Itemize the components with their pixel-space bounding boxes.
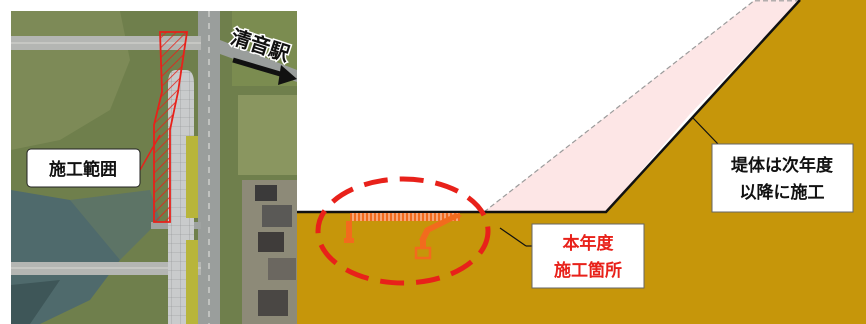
callout-embankment-line2: 以降に施工: [740, 182, 825, 203]
construction-area-outline: [153, 31, 189, 223]
callout-embankment: 堤体は次年度 以降に施工: [711, 143, 854, 213]
callout-this-year: 本年度 施工箇所: [531, 223, 645, 289]
callout-embankment-line1: 堤体は次年度: [731, 155, 834, 176]
station-direction-arrow: [232, 57, 297, 85]
future-embankment: [484, 0, 800, 212]
callout-this-year-line1: 本年度: [563, 233, 615, 254]
structure-this-year: [344, 213, 462, 260]
callout-this-year-line2: 施工箇所: [554, 260, 622, 281]
cross-section-diagram: 本年度 施工箇所 堤体は次年度 以降に施工: [297, 0, 866, 324]
this-year-highlight-ellipse: [315, 176, 491, 286]
ground-section: [297, 0, 866, 324]
area-label-callout: 施工範囲: [26, 134, 161, 188]
area-label: 施工範囲: [49, 159, 117, 180]
